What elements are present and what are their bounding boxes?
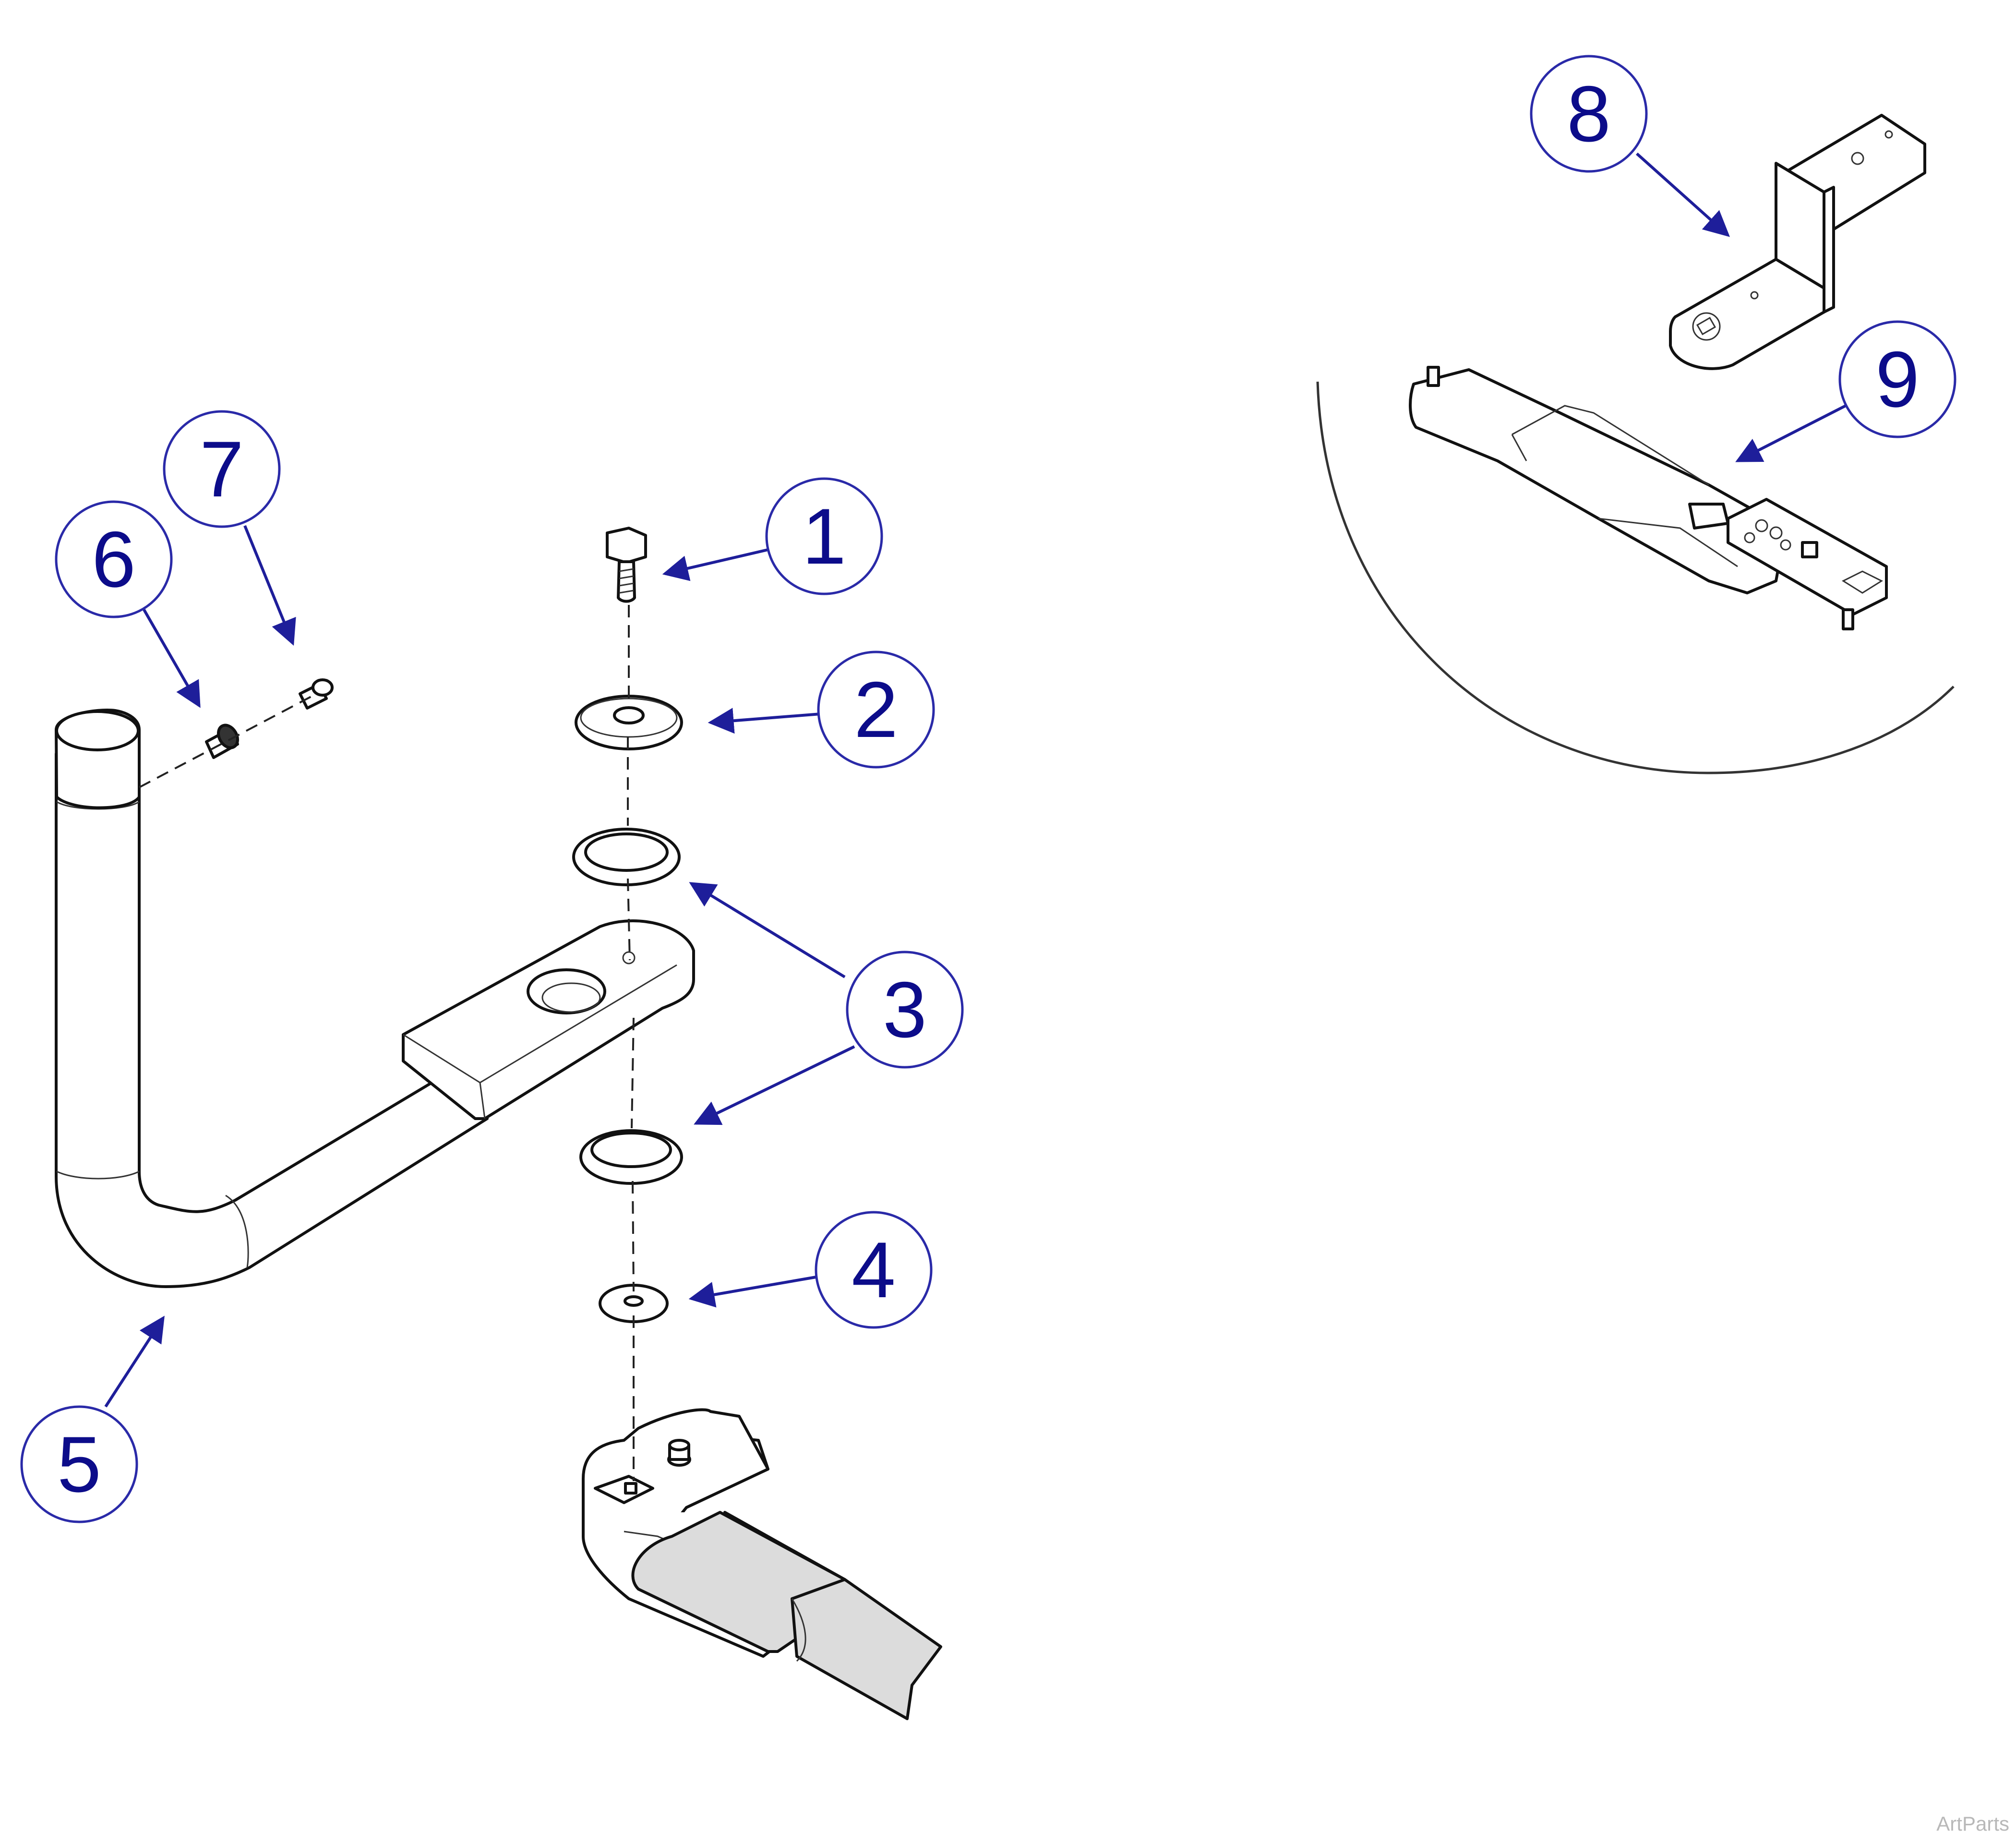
svg-text:5: 5 xyxy=(57,1420,101,1508)
artparts-watermark: ArtParts xyxy=(1936,1812,2009,1835)
part-5-bent-tube-arm xyxy=(55,709,695,1288)
callout-3: 3 xyxy=(846,951,964,1069)
leader-3a xyxy=(689,882,846,978)
leader-9 xyxy=(1735,402,1851,462)
part-6-insert xyxy=(205,724,239,759)
leader-3b xyxy=(694,1045,855,1125)
mounting-arm-base xyxy=(582,1408,942,1720)
assembly-axis-line-center xyxy=(627,605,635,1481)
part-1-hex-bolt xyxy=(606,527,647,603)
callout-6: 6 xyxy=(55,500,173,618)
leader-8 xyxy=(1635,152,1730,237)
svg-text:3: 3 xyxy=(883,965,927,1054)
leader-5 xyxy=(104,1315,165,1408)
svg-text:4: 4 xyxy=(852,1226,896,1314)
part-9-arm xyxy=(1409,366,1888,630)
callout-9: 9 xyxy=(1838,320,1956,438)
part-3-ring-upper xyxy=(572,828,681,886)
callout-7: 7 xyxy=(163,410,281,528)
callout-8: 8 xyxy=(1530,55,1648,173)
callout-5: 5 xyxy=(20,1405,138,1523)
leader-6 xyxy=(143,609,201,708)
callout-4: 4 xyxy=(815,1211,933,1329)
svg-text:8: 8 xyxy=(1567,70,1611,158)
leader-2 xyxy=(708,708,821,734)
part-2-washer xyxy=(575,695,683,750)
leader-7 xyxy=(243,525,296,646)
svg-text:1: 1 xyxy=(802,492,846,580)
svg-text:7: 7 xyxy=(200,425,244,513)
leader-4 xyxy=(688,1276,816,1308)
part-7-set-screw xyxy=(299,678,334,710)
part-3-ring-lower xyxy=(579,1129,683,1185)
callout-2: 2 xyxy=(817,651,935,769)
svg-text:9: 9 xyxy=(1875,335,1920,423)
leader-1 xyxy=(662,548,768,581)
part-8-bracket xyxy=(1669,114,1926,370)
svg-text:6: 6 xyxy=(92,515,136,603)
callout-1: 1 xyxy=(765,477,883,595)
assembly-axis-line-tube xyxy=(139,695,312,788)
detail-view-arc xyxy=(1316,381,1955,774)
svg-text:2: 2 xyxy=(854,665,898,754)
